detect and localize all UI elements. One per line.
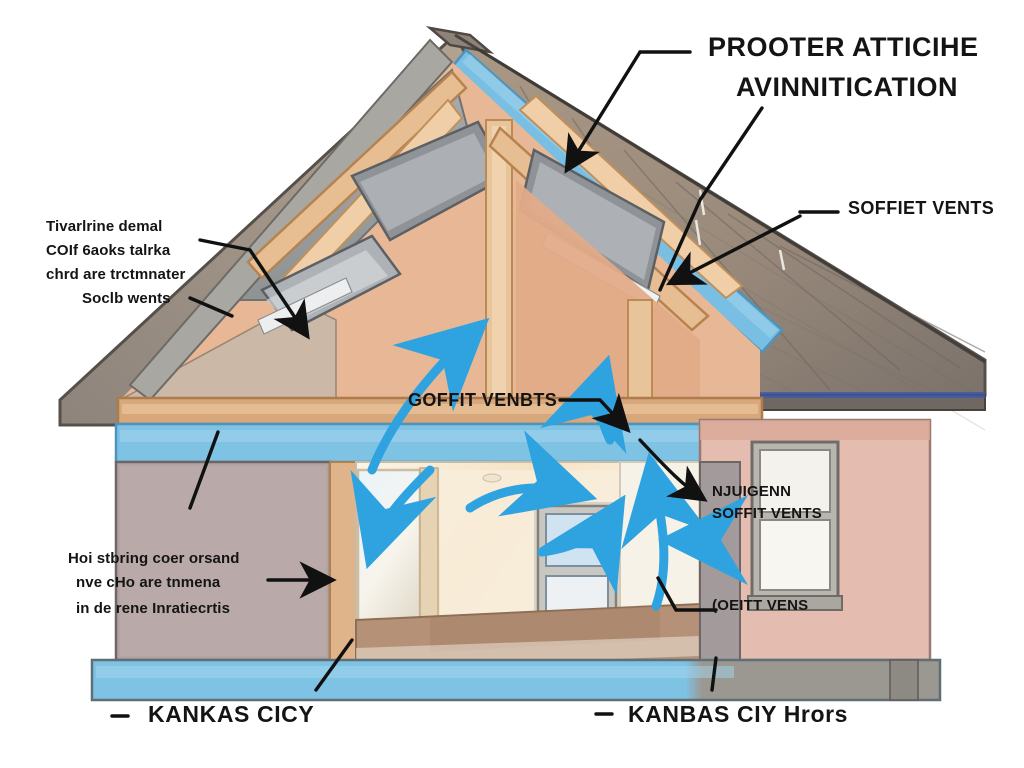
label-soffit-vents-top-right: SOFFIET VENTS (848, 198, 995, 218)
note-left-line3: in de rene Inratiecrtis (76, 600, 231, 617)
airflow-arrow-intake-right (658, 495, 749, 586)
label-intake-right-line1: NJUIGENN (712, 483, 792, 500)
exterior-wall-left-face (120, 466, 326, 656)
attic-vent-panel-right-face (528, 162, 656, 280)
leader-note-topleft (198, 238, 310, 340)
note-top-left-line4: Soclb wents (82, 290, 171, 307)
airflow-arrow-to-door (537, 494, 626, 595)
page-title-line2: AVINNITICATION (736, 72, 958, 102)
airflow-arrow-up-left (367, 317, 490, 475)
ceiling-fixture (482, 473, 502, 483)
airflow-arrows (350, 317, 749, 611)
label-outlet-right: (OEITT VENS (712, 597, 809, 614)
foundation-highlight (96, 666, 734, 678)
window-pane-upper-right (759, 449, 831, 513)
leader-note-topleft-2 (188, 296, 234, 318)
note-top-left-line3: chrd are trctmnater (46, 266, 186, 283)
exterior-window-right (747, 440, 843, 611)
airflow-arrow-down-left (350, 465, 437, 570)
callout-leaders (110, 50, 840, 718)
page-title-line1: PROOTER ATTICIHE (708, 32, 979, 62)
label-soffit-vents-center: GOFFIT VENBTS (408, 390, 558, 410)
roof-fastener-marks (694, 189, 786, 271)
attic-center-post-face (492, 126, 506, 418)
attic-vent-panel-upper-face (360, 133, 496, 231)
label-bottom-left: KANKAS CICY (148, 701, 315, 727)
leader-title-to-roof (564, 50, 642, 174)
leader-soffit-to-roof (665, 214, 802, 286)
leader-bottom-right (710, 656, 718, 692)
note-left-line2: nve cHo are tnmena (76, 574, 221, 591)
note-top-left-line2: COIf 6aoks talrka (46, 242, 171, 259)
label-intake-right-line2: SOFFIT VENTS (712, 505, 822, 522)
airflow-arrow-interior-right (465, 430, 598, 517)
window-pane-lower-right (759, 519, 831, 591)
leader-left-wall (188, 430, 220, 510)
note-left-line1: Hoi stbring coer orsand (68, 550, 240, 567)
label-bottom-right: KANBAS CIY Hrors (628, 701, 849, 727)
window-sill-right (747, 595, 843, 611)
leader-right-outlet (656, 576, 718, 612)
leader-center-soffit (558, 392, 631, 433)
drip-edge-right (700, 392, 985, 398)
leader-right-intake (638, 438, 708, 502)
exterior-wall-right-fascia (700, 420, 930, 440)
corner-stud-left (329, 461, 357, 669)
foundation-block (889, 659, 919, 701)
note-top-left-line1: Tivarlrine demal (46, 218, 163, 235)
ridge-line (454, 33, 986, 364)
leader-bottom-left (314, 638, 354, 692)
